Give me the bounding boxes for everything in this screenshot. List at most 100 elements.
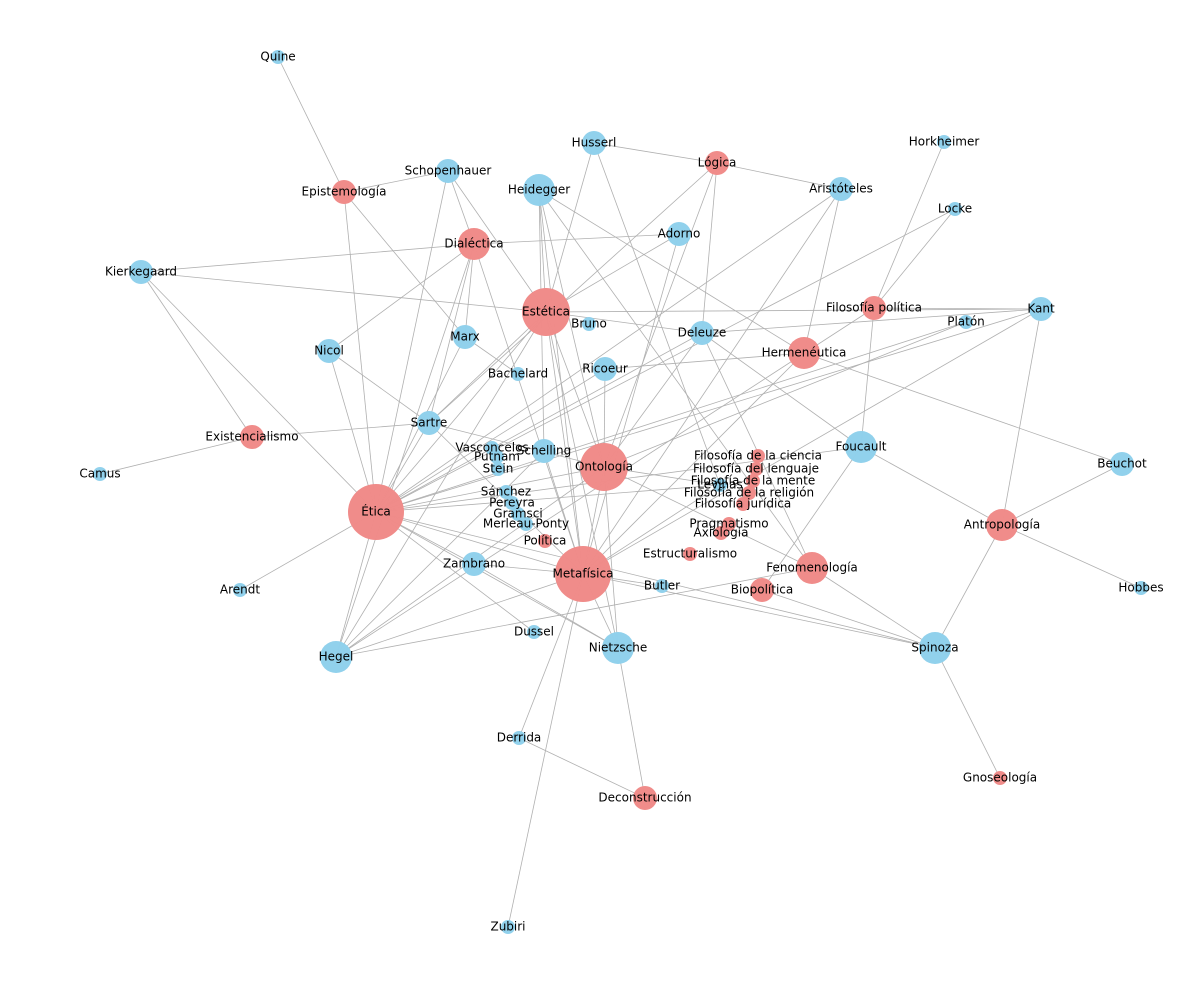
node-schopenhauer bbox=[436, 159, 460, 183]
edge-kant-etica bbox=[375, 308, 1042, 513]
edge-etica-dussel bbox=[375, 511, 535, 633]
node-filosofia-politica bbox=[862, 296, 886, 320]
edge-epistemologia-etica bbox=[343, 191, 377, 513]
nodes-layer bbox=[93, 50, 1148, 934]
edge-husserl-estetica bbox=[545, 142, 595, 313]
node-fenomenologia bbox=[796, 552, 828, 584]
node-estructuralismo bbox=[683, 547, 697, 561]
edge-antropologia-hobbes bbox=[1001, 524, 1142, 589]
edge-logica-deleuze bbox=[701, 162, 718, 334]
edge-ricoeur-etica bbox=[375, 368, 606, 513]
label-vasconcelos: Vasconcelos bbox=[455, 441, 528, 455]
edge-schopenhauer-etica bbox=[375, 170, 449, 513]
edge-husserl-levinas bbox=[593, 142, 721, 486]
label-dussel: Dussel bbox=[514, 625, 554, 639]
edge-sartre-existencialismo bbox=[251, 422, 430, 438]
node-filosofia-juridica bbox=[736, 497, 750, 511]
node-biopolitica bbox=[750, 578, 774, 602]
node-putnam bbox=[490, 450, 504, 464]
edge-adorno-estetica bbox=[545, 233, 680, 313]
edge-etica-spinoza bbox=[375, 511, 936, 649]
label-merleau-ponty: Merleau-Ponty bbox=[483, 517, 569, 531]
edge-kant-metafisica bbox=[582, 308, 1042, 575]
node-husserl bbox=[582, 131, 606, 155]
label-putnam: Putnam bbox=[474, 450, 520, 464]
edge-dialectica-kierkegaard bbox=[140, 243, 475, 273]
edge-nietzsche-deconstruccion bbox=[617, 647, 646, 799]
label-filosofia-del-lenguaje: Filosofía del lenguaje bbox=[693, 462, 819, 476]
label-deleuze: Deleuze bbox=[678, 326, 727, 340]
edge-aristoteles-metafisica bbox=[582, 188, 842, 575]
label-hegel: Hegel bbox=[319, 650, 354, 664]
node-ontologia bbox=[580, 443, 628, 491]
label-filosofia-de-la-religion: Filosofía de la religión bbox=[684, 486, 814, 500]
label-ricoeur: Ricoeur bbox=[582, 362, 628, 376]
edge-epistemologia-marx bbox=[343, 191, 466, 338]
label-foucault: Foucault bbox=[835, 440, 886, 454]
node-sartre bbox=[417, 411, 441, 435]
label-filosofia-politica: Filosofía política bbox=[826, 301, 922, 315]
edge-hermeneutica-ricoeur bbox=[604, 352, 805, 370]
label-filosofia-juridica: Filosofía jurídica bbox=[695, 497, 791, 511]
label-spinoza: Spinoza bbox=[911, 641, 958, 655]
edge-platon-ontologia bbox=[603, 321, 967, 468]
label-pereyra: Pereyra bbox=[489, 496, 535, 510]
label-zubiri: Zubiri bbox=[490, 920, 525, 934]
label-arendt: Arendt bbox=[220, 583, 260, 597]
label-epistemologia: Epistemología bbox=[302, 185, 387, 199]
node-heidegger bbox=[523, 174, 555, 206]
edge-heidegger-fenomenologia bbox=[538, 189, 813, 569]
node-horkheimer bbox=[937, 135, 951, 149]
edge-sartre-ontologia bbox=[428, 422, 605, 468]
edge-schopenhauer-epistemologia bbox=[343, 170, 449, 193]
edge-aristoteles-etica bbox=[375, 188, 842, 513]
label-logica: Lógica bbox=[698, 156, 737, 170]
edge-logica-sartre bbox=[428, 162, 718, 424]
edge-etica-metafisica bbox=[375, 511, 584, 575]
node-schelling bbox=[532, 439, 556, 463]
node-hobbes bbox=[1134, 581, 1148, 595]
node-platon bbox=[959, 315, 973, 329]
label-filosofia-de-la-mente: Filosofía de la mente bbox=[691, 474, 815, 488]
node-camus bbox=[93, 467, 107, 481]
edge-zambrano-nietzsche bbox=[473, 563, 619, 649]
label-nietzsche: Nietzsche bbox=[589, 641, 648, 655]
node-epistemologia bbox=[332, 180, 356, 204]
edge-foucault-antropologia bbox=[860, 446, 1003, 526]
label-schelling: Schelling bbox=[517, 444, 571, 458]
label-quine: Quine bbox=[260, 50, 295, 64]
label-filosofia-de-la-ciencia: Filosofía de la ciencia bbox=[694, 449, 822, 463]
label-gnoseologia: Gnoseología bbox=[963, 771, 1037, 785]
edge-fenomenologia-hegel bbox=[335, 567, 813, 658]
node-antropologia bbox=[986, 509, 1018, 541]
edge-adorno-metafisica bbox=[582, 233, 680, 575]
edge-derrida-deconstruccion bbox=[518, 737, 646, 799]
edge-metafisica-derrida bbox=[518, 573, 584, 739]
node-quine bbox=[271, 50, 285, 64]
node-bachelard bbox=[511, 367, 525, 381]
node-kant bbox=[1029, 297, 1053, 321]
node-hermeneutica bbox=[788, 337, 820, 369]
label-adorno: Adorno bbox=[658, 227, 701, 241]
edge-schopenhauer-estetica bbox=[447, 170, 547, 313]
node-deleuze bbox=[690, 321, 714, 345]
label-fenomenologia: Fenomenología bbox=[766, 561, 858, 575]
node-levinas bbox=[713, 478, 727, 492]
edge-nicol-sartre bbox=[328, 350, 430, 424]
node-pragmatismo bbox=[722, 517, 736, 531]
edge-estetica-deleuze bbox=[545, 311, 703, 334]
edge-kierkegaard-estetica bbox=[140, 271, 547, 313]
label-schopenhauer: Schopenhauer bbox=[405, 164, 492, 178]
edge-fenomenologia-spinoza bbox=[811, 567, 936, 649]
label-heidegger: Heidegger bbox=[508, 183, 570, 197]
node-gnoseologia bbox=[993, 771, 1007, 785]
label-gramsci: Gramsci bbox=[493, 507, 542, 521]
edge-kant-antropologia bbox=[1001, 308, 1042, 526]
edge-kierkegaard-etica bbox=[140, 271, 377, 513]
edge-foucault-biopolitica bbox=[761, 446, 862, 591]
label-bachelard: Bachelard bbox=[488, 367, 548, 381]
label-butler: Butler bbox=[644, 579, 680, 593]
edge-horkheimer-filosofia-politica bbox=[873, 141, 945, 309]
edge-ontologia-nietzsche bbox=[603, 466, 619, 649]
edge-husserl-logica bbox=[593, 142, 718, 164]
